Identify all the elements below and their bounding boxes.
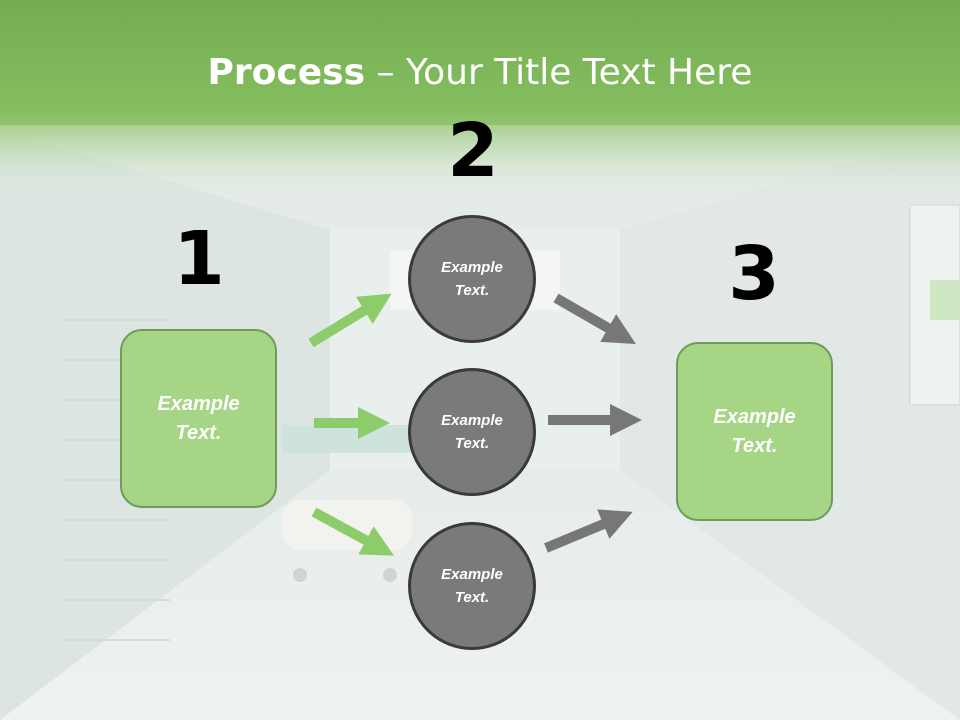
circle-top: Example Text. <box>408 215 536 343</box>
circle-middle-text: Example Text. <box>441 411 503 452</box>
arrow-green-up <box>308 293 392 348</box>
step-3-box: Example Text. <box>676 342 833 521</box>
circle-middle: Example Text. <box>408 368 536 496</box>
step-number-2: 2 <box>447 108 499 194</box>
arrow-green-down <box>311 507 395 556</box>
arrow-gray-up <box>544 509 633 553</box>
step-number-1: 1 <box>173 216 225 302</box>
circle-bottom-text: Example Text. <box>441 565 503 606</box>
step-1-box: Example Text. <box>120 329 277 508</box>
arrow-gray-down <box>553 293 636 344</box>
circle-bottom: Example Text. <box>408 522 536 650</box>
step-1-box-text: Example Text. <box>157 392 240 444</box>
title-bold: Process <box>207 52 366 93</box>
step-3-box-text: Example Text. <box>713 405 796 457</box>
title-rest: – Your Title Text Here <box>365 52 753 93</box>
step-number-3: 3 <box>728 231 780 317</box>
circle-top-text: Example Text. <box>441 258 503 299</box>
slide-title: Process – Your Title Text Here <box>0 52 960 93</box>
